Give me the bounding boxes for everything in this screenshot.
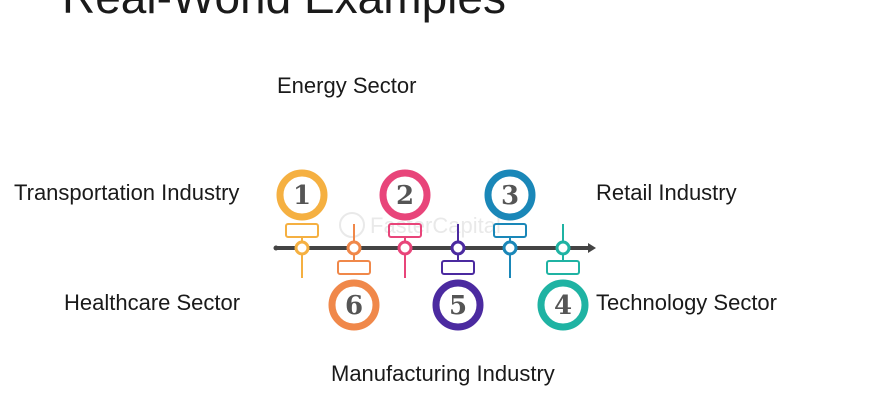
timeline-start-dot (273, 245, 279, 251)
step-5-number: 5 (449, 291, 467, 321)
step-6-node (346, 240, 362, 256)
step-3-number: 3 (501, 181, 519, 211)
step-1-ring (276, 169, 328, 221)
step-2-node (397, 240, 413, 256)
watermark-logo: FasterCapital (339, 212, 501, 238)
label-manufacturing-industry: Manufacturing Industry (331, 361, 555, 386)
step-1-number: 1 (293, 181, 311, 211)
label-healthcare-sector: Healthcare Sector (64, 290, 241, 315)
step-4-ring (537, 279, 589, 331)
step-5-ring (432, 279, 484, 331)
step-3: 3 (484, 169, 536, 278)
step-3-node (502, 240, 518, 256)
step-5-node (450, 240, 466, 256)
step-4-node (555, 240, 571, 256)
step-4-number: 4 (554, 291, 572, 321)
step-2: 2 (379, 169, 431, 278)
step-6-ring (328, 279, 380, 331)
step-5-tag (441, 260, 475, 275)
timeline-arrow (588, 243, 596, 253)
step-3-ring (484, 169, 536, 221)
label-retail-industry: Retail Industry (596, 180, 737, 205)
timeline-axis (273, 243, 596, 253)
label-energy-sector: Energy Sector (277, 73, 417, 98)
step-2-number: 2 (396, 181, 414, 211)
step-4: 4 (537, 224, 589, 331)
page-title: Real-World Examples (62, 0, 506, 20)
step-1-node (294, 240, 310, 256)
step-1: 1 (276, 169, 328, 278)
step-6: 6 (328, 224, 380, 331)
label-technology-sector: Technology Sector (596, 290, 777, 315)
steps-group: 1 2 3 4 5 6 (276, 169, 589, 331)
step-2-ring (379, 169, 431, 221)
step-4-tag (546, 260, 580, 275)
label-transportation-industry: Transportation Industry (14, 180, 240, 205)
step-1-tag (285, 223, 319, 238)
step-5: 5 (432, 224, 484, 331)
step-6-number: 6 (345, 291, 363, 321)
step-6-tag (337, 260, 371, 275)
watermark-text: FasterCapital (370, 213, 501, 238)
